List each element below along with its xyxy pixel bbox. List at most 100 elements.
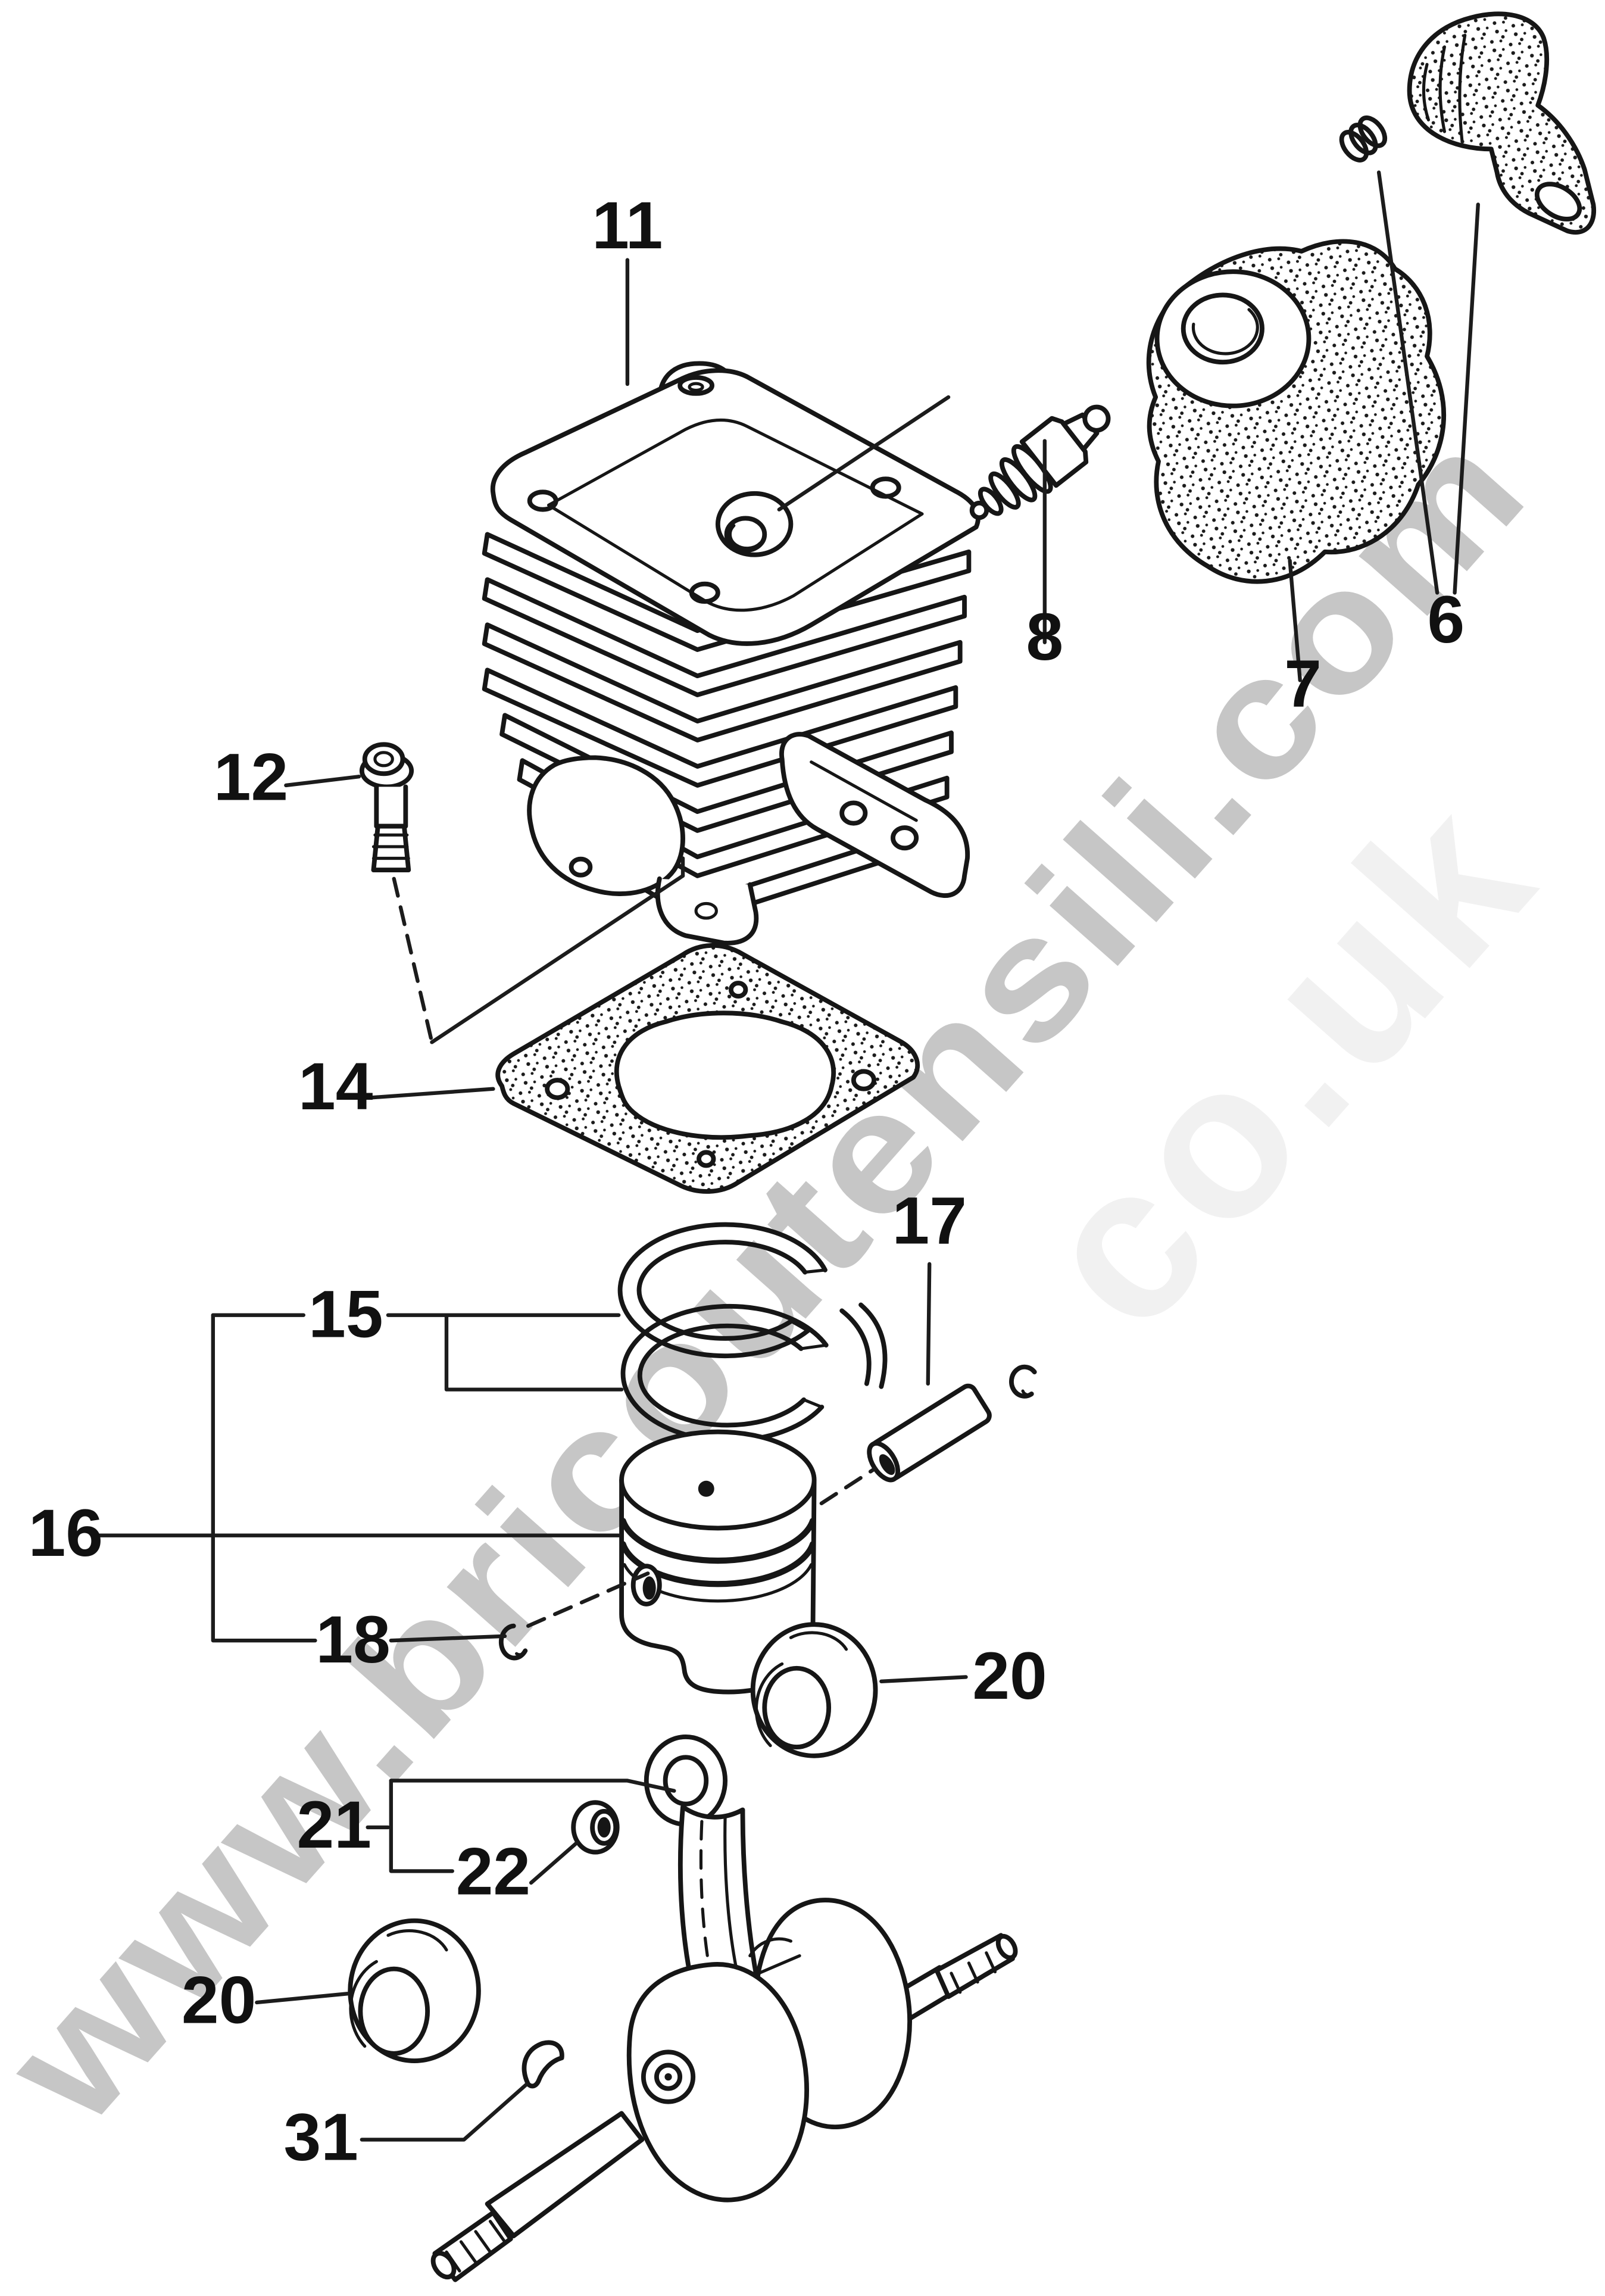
woodruff-key xyxy=(522,2040,564,2089)
top-ring-outer xyxy=(617,1222,828,1359)
leader-7 xyxy=(1288,559,1302,682)
piston-pin xyxy=(867,1383,992,1483)
cylinder-base-tab xyxy=(655,876,759,946)
wrist-pin-bore xyxy=(642,1576,656,1600)
pin-circlip-left xyxy=(498,1623,528,1661)
spark-plug-hole-bore xyxy=(724,516,767,553)
bolt-head xyxy=(362,742,405,776)
leader-22 xyxy=(529,1840,580,1885)
piston-crown xyxy=(619,1429,817,1531)
cap-spring xyxy=(1339,115,1388,163)
flange-bolt xyxy=(359,742,414,873)
callout-20-left: 20 xyxy=(182,1962,256,2037)
ear-dimple-center xyxy=(688,382,704,392)
exhaust-stud-hole xyxy=(839,800,868,826)
pin-circlip-right xyxy=(1009,1364,1037,1399)
crank-web-left xyxy=(626,1962,809,2203)
bracket-21 xyxy=(389,1779,454,1873)
callout-11: 11 xyxy=(592,188,663,263)
exhaust-stud-hole xyxy=(891,825,919,851)
bracket-piston-group xyxy=(211,1313,317,1643)
head-bolt-hole xyxy=(527,489,558,512)
gasket-bore xyxy=(614,1010,836,1140)
exhaust-flange xyxy=(779,732,970,898)
callout-7: 7 xyxy=(1284,646,1322,721)
head-bolt-hole xyxy=(870,476,901,499)
intake-flange xyxy=(527,755,685,896)
head-inner-line xyxy=(547,418,924,612)
callout-31: 31 xyxy=(283,2100,358,2175)
cylinder-base-gasket xyxy=(495,943,920,1194)
bolt-socket xyxy=(373,751,394,768)
bracket-21-top xyxy=(389,1779,676,1793)
leader-12-diagonal xyxy=(430,874,685,1044)
crank-stub-left xyxy=(485,2111,645,2239)
callout-20-right: 20 xyxy=(972,1638,1047,1713)
exhaust-flange-edge xyxy=(810,760,918,822)
stub-end xyxy=(995,1933,1018,1960)
ear-dimple xyxy=(677,375,714,396)
cap-body xyxy=(1407,11,1597,235)
piston xyxy=(619,1429,817,1695)
leader-lines xyxy=(94,170,1480,2142)
callout-22: 22 xyxy=(456,1834,530,1909)
callout-16: 16 xyxy=(29,1495,103,1570)
bottom-ring-inner xyxy=(637,1323,807,1428)
ring-end-fragment xyxy=(858,1302,888,1389)
leader-plug-to-hole xyxy=(777,395,951,511)
ring-groove xyxy=(620,1518,816,1564)
cap-rib xyxy=(1422,63,1431,121)
callout-6: 6 xyxy=(1427,582,1465,657)
crankpin-boss xyxy=(748,1937,801,1975)
thread-lines xyxy=(445,2220,507,2273)
intake-flange-hole xyxy=(569,856,593,878)
leader-31 xyxy=(360,2082,529,2142)
crankshaft-assembly xyxy=(430,1735,1018,2282)
callout-17: 17 xyxy=(892,1183,967,1258)
callout-15: 15 xyxy=(308,1276,383,1351)
gasket-hole xyxy=(697,1150,716,1168)
bolt-shank xyxy=(374,784,408,829)
cylinder xyxy=(482,361,981,946)
callout-18: 18 xyxy=(316,1602,390,1677)
leader-20-left xyxy=(255,1992,349,2005)
grommet-swirl xyxy=(1191,308,1259,355)
cap-rib xyxy=(1458,33,1467,142)
gasket-hole xyxy=(851,1069,877,1091)
rod-small-end-bore xyxy=(663,1755,709,1807)
ring-groove xyxy=(620,1541,816,1587)
cylinder-fin xyxy=(482,577,967,697)
callout-8: 8 xyxy=(1026,599,1063,674)
main-bearing-right xyxy=(750,1622,878,1758)
leader-20-right xyxy=(879,1675,968,1683)
stub-end xyxy=(430,2251,457,2280)
cylinder-fin xyxy=(482,667,958,788)
gasket-hole xyxy=(728,981,748,999)
plug-grommet-plate xyxy=(1146,239,1447,584)
head-bolt-hole xyxy=(689,581,720,604)
crown-center-mark xyxy=(698,1480,714,1497)
callout-labels: 11 8 7 6 12 14 15 17 16 18 20 21 22 20 3… xyxy=(29,188,1465,2175)
callout-21: 21 xyxy=(297,1787,371,1862)
crankpin-center xyxy=(664,2073,672,2081)
top-ring-gap xyxy=(789,1268,827,1333)
ring-end-fragment xyxy=(839,1308,872,1386)
leader-18 xyxy=(389,1634,507,1643)
cylinder-fin xyxy=(482,622,963,743)
needle-bearing xyxy=(571,1800,620,1855)
cap-rib xyxy=(1438,45,1446,133)
bolt-thread-lines xyxy=(371,833,410,860)
leader-6-cap xyxy=(1453,202,1480,595)
plug-hole-thread-swirl xyxy=(728,524,762,550)
gasket-hole xyxy=(545,1078,570,1100)
callout-12: 12 xyxy=(214,739,288,814)
main-bearing-left xyxy=(348,1918,481,2063)
leader-18-to-boss xyxy=(526,1571,650,1628)
cap-opening xyxy=(1534,182,1582,222)
leader-12 xyxy=(284,775,361,788)
top-ring-inner xyxy=(636,1240,808,1341)
thread-lines xyxy=(950,1951,997,1994)
leader-17 xyxy=(926,1262,932,1386)
